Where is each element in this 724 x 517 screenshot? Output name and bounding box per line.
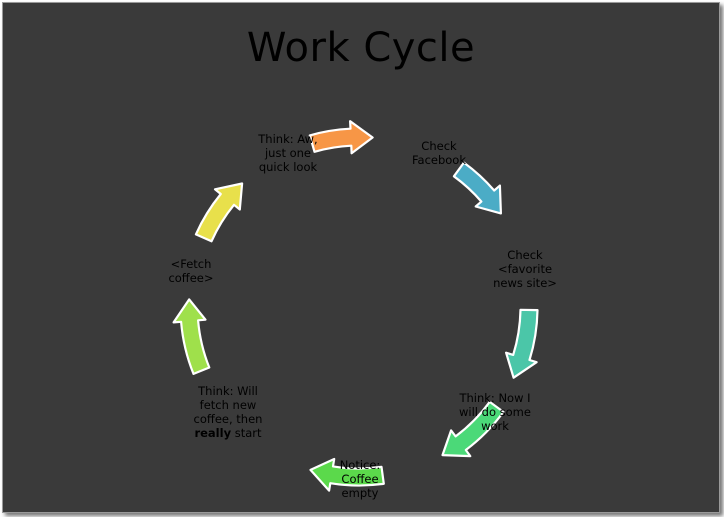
arrow-news-to-think-work	[505, 308, 539, 379]
step-label-check-facebook: Check Facebook	[411, 139, 467, 167]
step-label-check-news-site: Check <favorite news site>	[493, 248, 557, 290]
arrow-think-fetch-to-fetch	[172, 298, 211, 375]
page-title: Work Cycle	[246, 25, 476, 71]
step-label-fetch-coffee: <Fetch coffee>	[168, 257, 214, 285]
arrow-quick-look-to-facebook	[308, 120, 374, 155]
step-label-think-fetch: Think: Will fetch new coffee, then reall…	[168, 384, 288, 440]
arrow-notice-to-think-fetch	[309, 457, 385, 492]
arrow-fetch-to-quick-look	[194, 182, 244, 243]
step-label-think-work: Think: Now I will do some work	[459, 391, 531, 433]
step-label-last-line: really start	[194, 426, 262, 440]
cycle-diagram	[172, 120, 539, 492]
arrow-facebook-to-news	[452, 161, 502, 215]
step-label-think-quick-look: Think: Aw, just one quick look	[258, 132, 318, 174]
step-label-notice-coffee: Notice: Coffee empty	[339, 458, 381, 500]
arrow-think-work-to-notice	[441, 400, 505, 458]
